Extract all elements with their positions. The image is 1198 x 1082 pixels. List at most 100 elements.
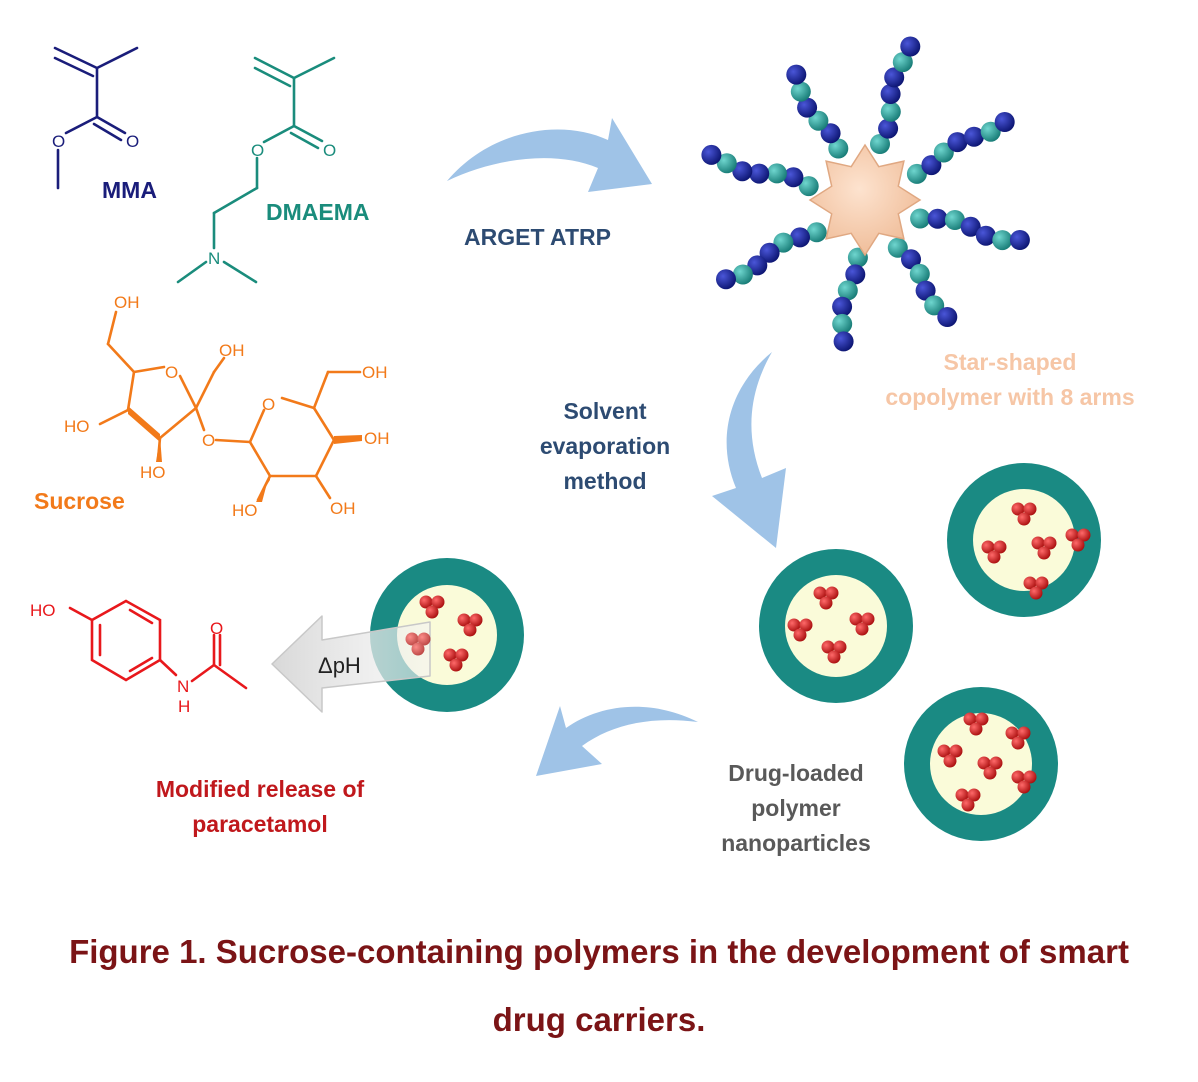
polymer-bead — [909, 263, 930, 284]
polymer-bead — [994, 112, 1015, 132]
polymer-bead — [992, 230, 1013, 251]
dmaema-nitrogen: N — [208, 249, 220, 268]
mma-ester-oxygen: O — [52, 132, 65, 151]
star-copolymer-label: Star-shaped copolymer with 8 arms — [860, 345, 1160, 415]
solvent-label-line-2: evaporation — [539, 433, 671, 459]
modified-release-label: Modified release of paracetamol — [120, 772, 400, 842]
drug-label-line-3: nanoparticles — [721, 830, 871, 856]
polymer-bead — [915, 280, 936, 301]
polymer-bead — [798, 176, 819, 197]
polymer-bead — [832, 296, 853, 317]
delta-ph-arrow — [271, 615, 431, 713]
sucrose-ring-oxygen-2: O — [262, 395, 275, 414]
polymer-bead — [933, 142, 954, 163]
polymer-bead — [759, 242, 780, 263]
sucrose-glycosidic-oxygen: O — [202, 431, 215, 450]
polymer-bead — [901, 249, 921, 270]
sucrose-c3p-hydroxyl: OH — [330, 499, 356, 518]
polymer-bead — [845, 264, 866, 285]
mma-label: MMA — [102, 177, 157, 203]
polymer-bead — [927, 208, 948, 229]
star-label-line-2: copolymer with 8 arms — [885, 384, 1135, 410]
paracetamol-structure — [68, 599, 248, 690]
delta-ph-label: ΔpH — [318, 653, 361, 678]
figure-caption: Figure 1. Sucrose-containing polymers in… — [0, 918, 1198, 1054]
polymer-bead — [806, 222, 827, 243]
polymer-bead — [732, 161, 753, 182]
sucrose-ring-oxygen-1: O — [165, 363, 178, 382]
polymer-bead — [887, 237, 908, 258]
polymer-bead — [964, 126, 984, 147]
polymer-bead — [820, 123, 841, 144]
polymer-bead — [906, 163, 927, 184]
polymer-bead — [747, 255, 768, 276]
sucrose-c2p-hydroxyl: HO — [232, 501, 258, 520]
polymer-bead — [749, 163, 770, 184]
drug-loaded-label: Drug-loaded polymer nanoparticles — [696, 756, 896, 861]
sucrose-c4-hydroxyl: HO — [140, 463, 166, 482]
paracetamol-carbonyl-oxygen: O — [210, 619, 223, 638]
sucrose-c6p-hydroxyl: OH — [362, 363, 388, 382]
mma-carbonyl-oxygen: O — [126, 132, 139, 151]
polymer-bead — [766, 163, 787, 184]
polymer-bead — [716, 153, 737, 174]
polymer-bead — [960, 216, 981, 237]
polymer-bead — [880, 101, 901, 122]
polymer-bead — [732, 264, 753, 285]
star-copolymer — [701, 36, 1030, 352]
evaporation-arrow — [712, 352, 786, 548]
polymer-bead — [790, 227, 810, 248]
solvent-label-line-1: Solvent — [563, 398, 647, 424]
paracetamol-hydroxyl: HO — [30, 601, 56, 620]
polymer-bead — [701, 144, 722, 165]
sucrose-wedges — [128, 406, 362, 502]
reaction-arrow — [447, 118, 652, 192]
sucrose-structure — [98, 310, 362, 502]
polymer-bead — [937, 307, 958, 327]
polymer-bead — [790, 81, 811, 102]
polymer-bead — [900, 36, 921, 57]
polymer-bead — [833, 331, 854, 352]
polymer-bead — [924, 295, 945, 316]
dmaema-structure — [176, 56, 336, 284]
polymer-bead — [786, 64, 807, 85]
dmaema-ester-oxygen: O — [251, 141, 264, 160]
reaction-label: ARGET ATRP — [464, 224, 611, 250]
sucrose-c6-hydroxyl: OH — [114, 293, 140, 312]
sucrose-c4p-hydroxyl: OH — [364, 429, 390, 448]
mma-structure — [53, 46, 139, 190]
nanoparticle-3 — [904, 687, 1058, 841]
polymer-bead — [944, 210, 965, 230]
polymer-bead — [837, 280, 858, 301]
polymer-bead — [892, 52, 913, 73]
polymer-bead — [910, 208, 931, 229]
polymer-bead — [797, 97, 818, 118]
solvent-evaporation-label: Solvent evaporation method — [520, 394, 690, 499]
polymer-bead — [980, 121, 1001, 142]
dmaema-label: DMAEMA — [266, 199, 370, 225]
polymer-bead — [832, 313, 853, 334]
release-arrow — [536, 706, 698, 776]
release-label-line-2: paracetamol — [192, 811, 328, 837]
polymer-bead — [716, 269, 736, 290]
sucrose-c1-hydroxyl: OH — [219, 341, 245, 360]
paracetamol-amide-hydrogen: H — [178, 697, 190, 716]
polymer-bead — [773, 232, 794, 253]
nanoparticle-2 — [947, 463, 1101, 617]
polymer-bead — [884, 67, 905, 88]
polymer-bead — [870, 134, 890, 154]
dmaema-carbonyl-oxygen: O — [323, 141, 336, 160]
paracetamol-amide-nitrogen: N — [177, 677, 189, 696]
sucrose-label: Sucrose — [34, 488, 125, 514]
drug-label-line-2: polymer — [751, 795, 841, 821]
solvent-label-line-3: method — [563, 468, 647, 494]
polymer-bead — [878, 118, 899, 139]
star-core — [808, 143, 922, 257]
polymer-bead — [947, 132, 968, 153]
drug-label-line-1: Drug-loaded — [728, 760, 864, 786]
release-label-line-1: Modified release of — [155, 776, 365, 802]
caption-line-2: drug carriers. — [492, 1001, 706, 1038]
polymer-bead — [1009, 230, 1030, 250]
star-label-line-1: Star-shaped — [943, 349, 1077, 375]
